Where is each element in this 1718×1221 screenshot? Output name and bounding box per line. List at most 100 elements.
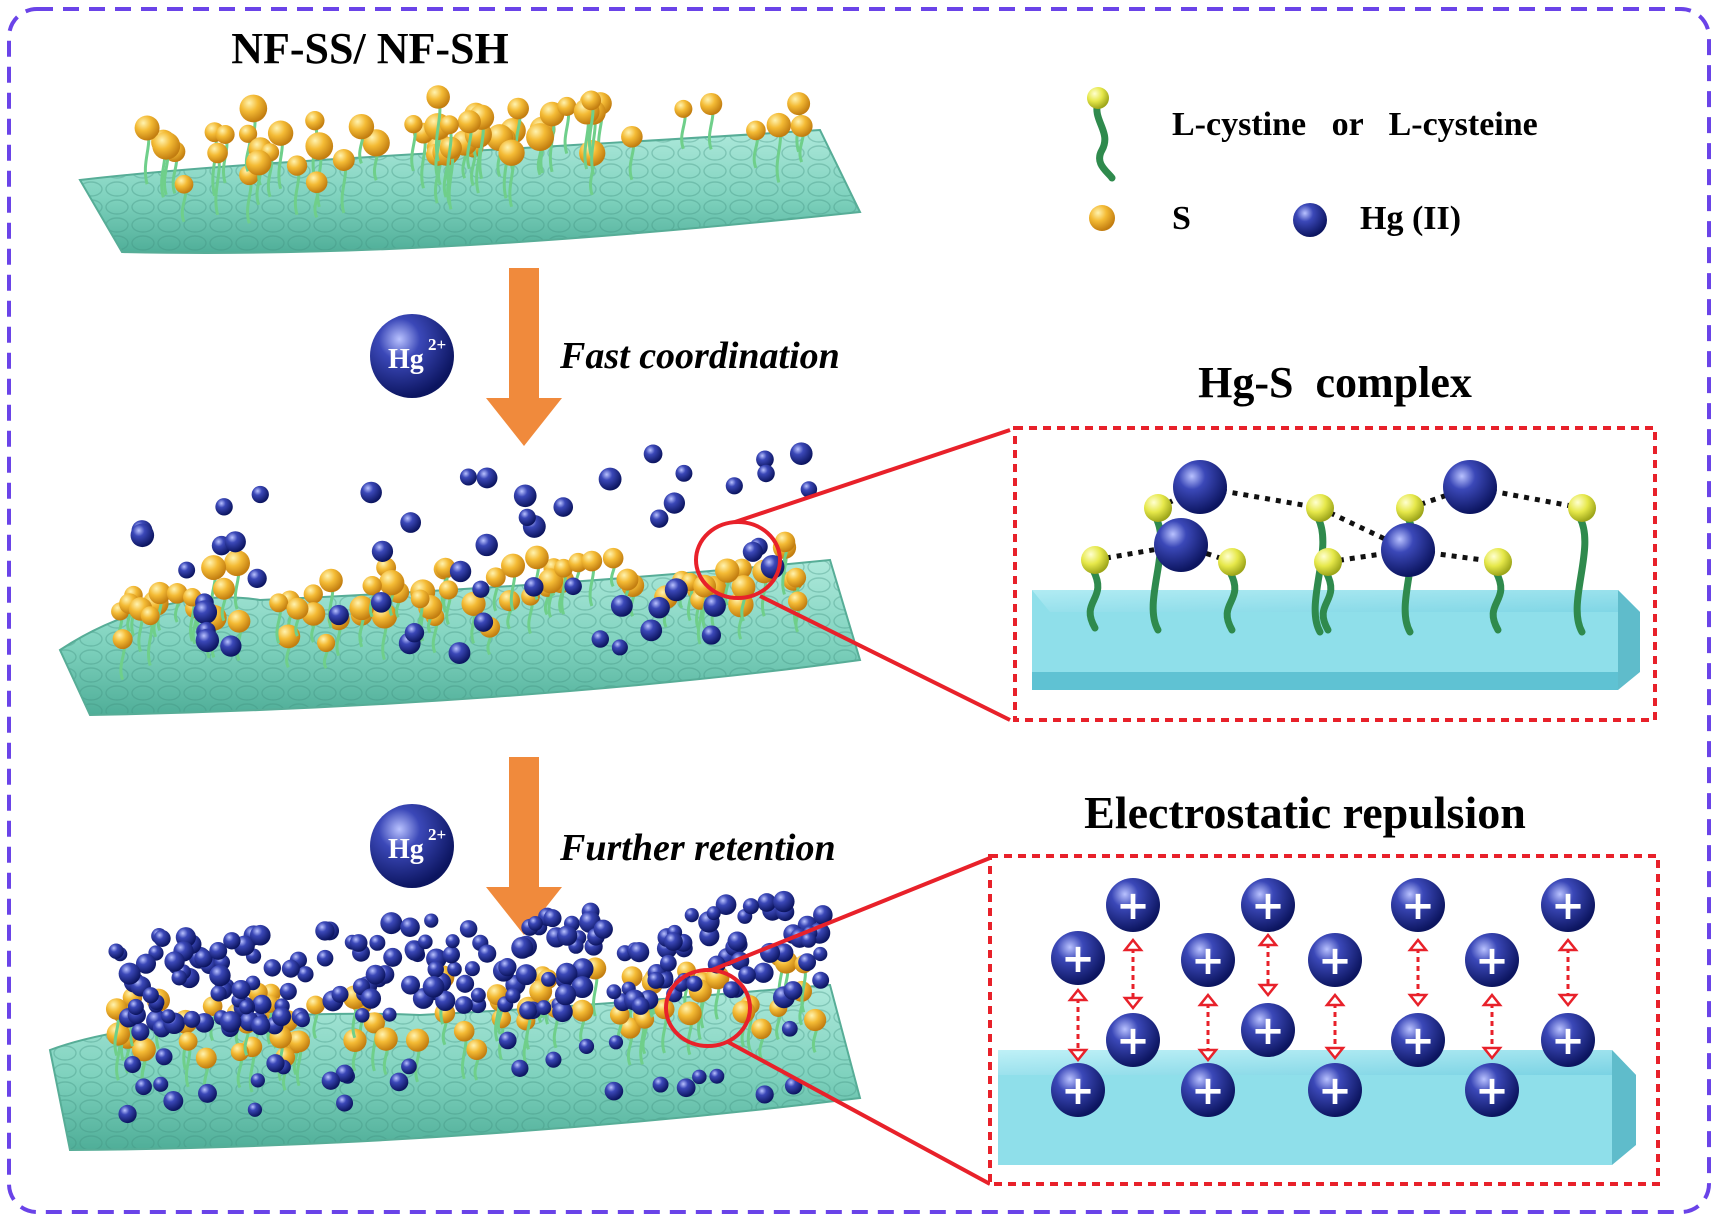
mercury-ion xyxy=(195,628,220,653)
mercury-ion xyxy=(552,1001,573,1023)
membrane-pristine xyxy=(78,85,862,254)
mercury-ion xyxy=(513,484,537,508)
mercury-ion xyxy=(360,481,382,504)
mercury-ion xyxy=(553,497,574,517)
mercury-ion xyxy=(271,1007,292,1027)
sulfur-atom xyxy=(1396,494,1424,522)
mercury-ion xyxy=(401,1058,417,1075)
mercury-ion xyxy=(193,600,218,625)
mercury-ion xyxy=(153,929,171,947)
hg-ion-badge-1: Hg 2+ xyxy=(370,314,454,398)
positive-charge-label: + xyxy=(1251,1008,1285,1054)
mercury-ion xyxy=(511,1059,529,1077)
positive-charge-label: + xyxy=(1475,1068,1509,1114)
mercury-ion xyxy=(1541,878,1595,932)
arrowhead-down-icon xyxy=(1324,1046,1346,1061)
mercury-ion xyxy=(209,941,228,960)
sulfur-atom xyxy=(305,111,325,131)
sulfur-atom xyxy=(786,567,807,588)
sulfur-atom xyxy=(746,120,766,141)
mercury-ion xyxy=(210,985,227,1002)
positive-charge-label: + xyxy=(1318,1068,1352,1114)
sulfur-atom xyxy=(276,624,301,649)
arrowhead-down-icon xyxy=(1122,996,1144,1011)
sulfur-atom xyxy=(238,124,258,143)
coordination-bond xyxy=(1469,484,1583,511)
mercury-ion xyxy=(424,913,439,928)
mercury-ion xyxy=(498,958,517,977)
hg-ion-badge-2: Hg 2+ xyxy=(370,804,454,888)
mercury-ion xyxy=(155,1048,173,1066)
mercury-ion xyxy=(194,949,213,968)
sulfur-atom xyxy=(774,531,796,553)
sulfur-atom xyxy=(751,1018,772,1040)
mercury-ion xyxy=(355,1008,370,1023)
arrow-step-1 xyxy=(486,268,562,446)
mercury-ion xyxy=(108,943,124,959)
ligand-chain xyxy=(1489,568,1505,634)
sulfur-atom xyxy=(379,570,405,596)
sulfur-atom xyxy=(349,595,374,621)
sulfur-atom xyxy=(715,558,740,583)
ligand-chain xyxy=(1223,568,1239,634)
sulfur-atom xyxy=(787,591,808,611)
mercury-ion xyxy=(1465,1063,1519,1117)
sulfur-atom xyxy=(1306,494,1334,522)
mercury-ion xyxy=(663,492,686,514)
sulfur-atom xyxy=(227,609,251,633)
sulfur-atom xyxy=(461,591,486,616)
mercury-ion xyxy=(611,639,628,656)
step-1-label: Fast coordination xyxy=(559,335,840,377)
sulfur-atom xyxy=(787,92,811,116)
mercury-ion xyxy=(472,580,490,598)
outer-frame xyxy=(7,7,1711,1214)
mercury-ion xyxy=(664,932,683,951)
ligand-chain xyxy=(1319,568,1335,634)
mercury-ion xyxy=(448,642,471,664)
coordination-bond xyxy=(1094,542,1182,563)
mercury-ion xyxy=(1241,878,1295,932)
mercury-ion xyxy=(706,906,721,921)
sulfur-atom xyxy=(134,115,160,141)
mercury-ion xyxy=(593,919,613,939)
mercury-ion xyxy=(209,964,231,987)
mercury-ion xyxy=(813,905,833,925)
mercury-ion xyxy=(723,981,740,999)
mercury-ion xyxy=(335,1064,354,1083)
sulfur-atom xyxy=(405,1028,430,1052)
mercury-ion xyxy=(251,1016,271,1036)
mercury-ion xyxy=(360,988,382,1009)
positive-charge-label: + xyxy=(1401,883,1435,929)
mercury-ion xyxy=(757,464,775,483)
mercury-ion xyxy=(215,498,233,516)
mercury-ion xyxy=(556,962,578,985)
sulfur-atom xyxy=(306,995,325,1015)
sulfur-atom xyxy=(224,550,250,577)
sulfur-atom xyxy=(246,150,272,176)
mercury-ion xyxy=(447,961,462,977)
mercury-ion xyxy=(557,925,578,946)
mercury-ion xyxy=(604,1081,624,1101)
sulfur-atom xyxy=(438,580,459,600)
inset-2-title: Electrostatic repulsion xyxy=(1084,787,1526,838)
mercury-ion xyxy=(281,959,300,978)
page-title: NF-SS/ NF-SH xyxy=(231,24,508,73)
mercury-ion xyxy=(813,946,828,962)
mercury-ion xyxy=(756,450,774,469)
ligand-chain xyxy=(1086,566,1102,632)
mercury-ion xyxy=(163,1091,184,1111)
sulfur-atom xyxy=(790,115,813,137)
mercury-ion xyxy=(131,1022,150,1041)
sulfur-atom xyxy=(731,575,756,599)
positive-charge-label: + xyxy=(1116,883,1150,929)
mercury-ion xyxy=(610,594,633,617)
mercury-ion xyxy=(401,975,421,995)
mercury-ion xyxy=(664,578,688,602)
mercury-ion xyxy=(755,1085,774,1104)
sulfur-atom xyxy=(1314,548,1342,576)
mercury-ion xyxy=(727,931,747,951)
mercury-ion xyxy=(250,1073,265,1088)
mercury-ion xyxy=(456,974,475,993)
mercury-ion xyxy=(1051,1063,1105,1117)
